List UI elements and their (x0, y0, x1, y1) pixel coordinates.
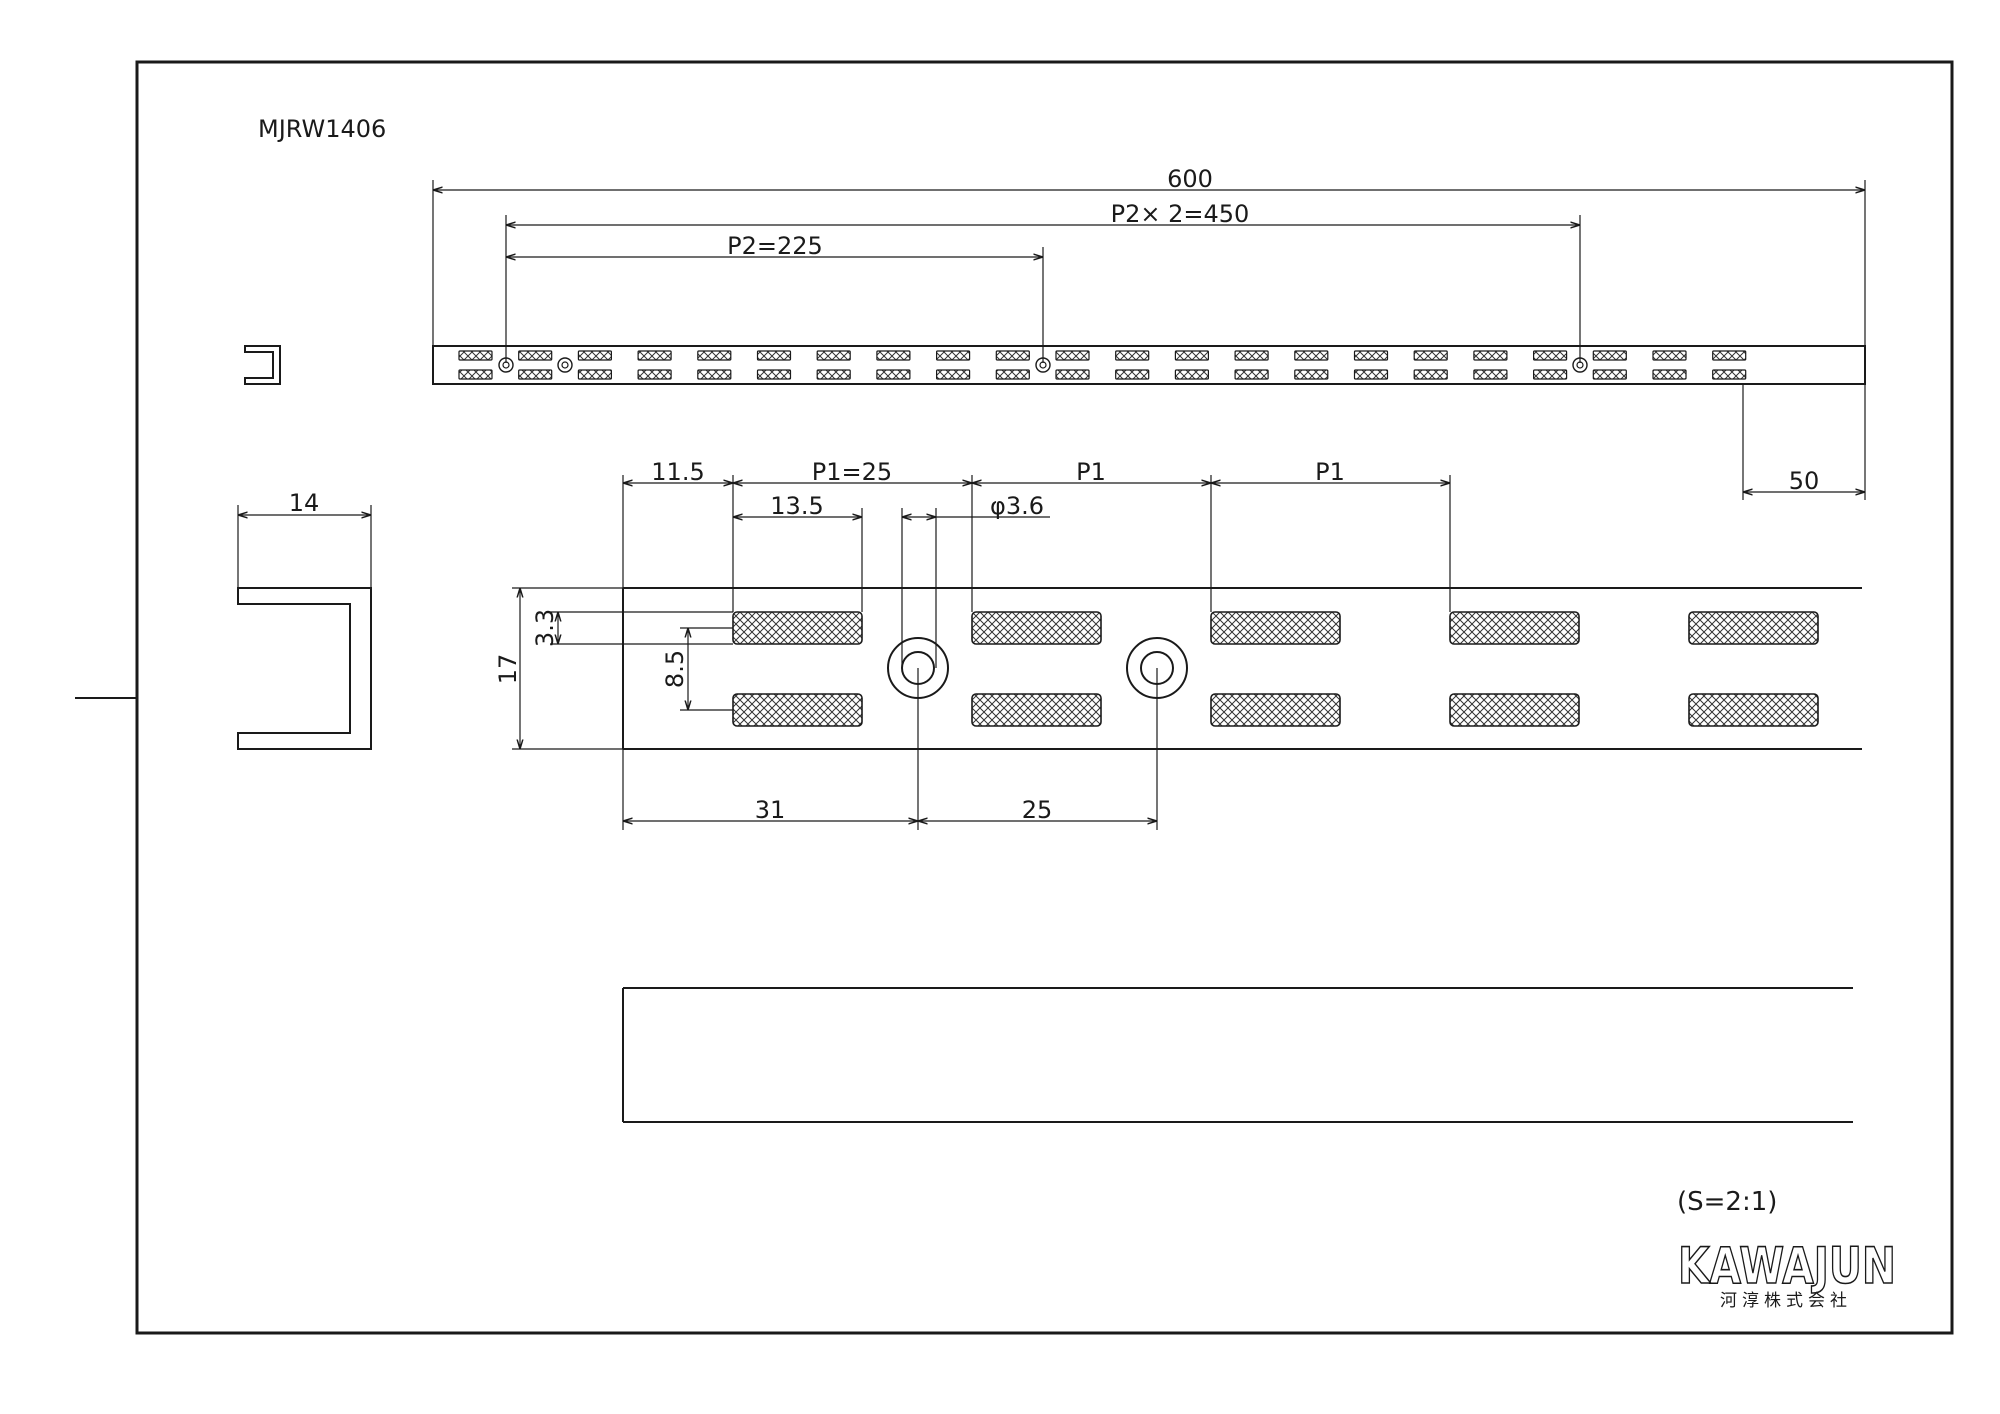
overview-slot (1592, 350, 1627, 361)
brand-logo: KAWAJUN (1678, 1237, 1896, 1295)
overview-slot (1353, 369, 1389, 380)
dim-hole-diameter-label: φ3.6 (990, 492, 1044, 520)
overview-slot (995, 369, 1030, 380)
overview-slot (935, 369, 971, 380)
overview-rail (432, 345, 1866, 385)
overview-slot (816, 350, 851, 361)
overview-hole-inner (561, 361, 569, 369)
overview-slot (1532, 369, 1568, 380)
dim-pitch-span (505, 215, 1581, 363)
dim-pitch-span-label: P2× 2=450 (1111, 200, 1250, 228)
detail-slot (1210, 693, 1341, 727)
overview-slot (1174, 350, 1210, 361)
dim-p1-a-label: P1 (1076, 458, 1106, 486)
detail-slot (1210, 611, 1341, 645)
dim-detail-left (512, 587, 733, 750)
overview-slot (1652, 350, 1687, 361)
overview-slot (577, 350, 613, 361)
detail-slot (1449, 693, 1580, 727)
overview-slot (1473, 350, 1508, 361)
dim-rail-height-label: 17 (494, 654, 522, 685)
side-view (622, 987, 1853, 1123)
dim-pitch-p2 (506, 247, 1044, 363)
overview-slot (458, 350, 493, 361)
detail-slot (1449, 611, 1580, 645)
company-name: 河淳株式会社 (1720, 1291, 1852, 1311)
dim-pitch-p2-label: P2=225 (727, 232, 823, 260)
detail-slot (971, 611, 1102, 645)
overview-slot (1712, 350, 1747, 361)
detail-slot (1688, 611, 1819, 645)
overview-slot (995, 350, 1030, 361)
overview-slot (1473, 369, 1508, 380)
dim-first-offset-label: 11.5 (651, 458, 704, 486)
dim-end-offset (1742, 384, 1866, 500)
overview-hole (557, 357, 573, 373)
dim-hole-pitch-label: 25 (1022, 796, 1053, 824)
detail-slots (732, 611, 1819, 727)
overview-slot (1353, 350, 1389, 361)
overview-slot (1115, 369, 1150, 380)
dim-overall (432, 180, 1866, 346)
overview-slots (458, 350, 1747, 380)
overview-slot (1652, 369, 1687, 380)
overview-slot (518, 369, 553, 380)
overview-slot (1413, 369, 1448, 380)
dim-slot-height-label: 3.3 (531, 609, 559, 647)
overview-slot (1413, 350, 1448, 361)
overview-slot (756, 350, 792, 361)
detail-slot (1688, 693, 1819, 727)
detail-slot (732, 611, 863, 645)
overview-slot (756, 369, 792, 380)
dim-end-offset-label: 50 (1789, 467, 1820, 495)
dim-slot-spacing-label: 8.5 (661, 650, 689, 688)
overview-slot (876, 350, 911, 361)
overview-slot (935, 350, 971, 361)
overview-slot (816, 369, 851, 380)
dim-channel-width (237, 505, 372, 588)
dim-detail-bottom (622, 668, 1158, 830)
detail-rail (622, 587, 1862, 750)
overview-slot (1592, 369, 1627, 380)
overview-slot (637, 350, 672, 361)
overview-slot (518, 350, 553, 361)
model-number: MJRW1406 (258, 115, 386, 143)
overview-slot (577, 369, 613, 380)
dim-slot-length-label: 13.5 (770, 492, 823, 520)
end-view-small (244, 345, 281, 385)
overview-slot (697, 369, 732, 380)
overview-slot (1712, 369, 1747, 380)
dim-hole-offset-label: 31 (755, 796, 786, 824)
overview-slot (1055, 350, 1090, 361)
overview-slot (637, 369, 672, 380)
channel-section (237, 587, 372, 750)
dim-overall-label: 600 (1167, 165, 1213, 193)
dim-p1-value-label: P1=25 (812, 458, 892, 486)
overview-slot (1055, 369, 1090, 380)
overview-slot (876, 369, 911, 380)
overview-slot (1294, 369, 1329, 380)
overview-slot (1234, 369, 1269, 380)
overview-slot (1115, 350, 1150, 361)
overview-slot (1294, 350, 1329, 361)
overview-slot (1532, 350, 1568, 361)
detail-slot (971, 693, 1102, 727)
scale-note: (S=2:1) (1677, 1187, 1777, 1217)
overview-slot (1234, 350, 1269, 361)
dim-detail-top (622, 475, 1451, 668)
dim-channel-width-label: 14 (289, 489, 320, 517)
overview-slot (1174, 369, 1210, 380)
overview-slot (458, 369, 493, 380)
detail-slot (732, 693, 863, 727)
overview-holes (498, 357, 1588, 373)
overview-slot (697, 350, 732, 361)
dim-p1-b-label: P1 (1315, 458, 1345, 486)
